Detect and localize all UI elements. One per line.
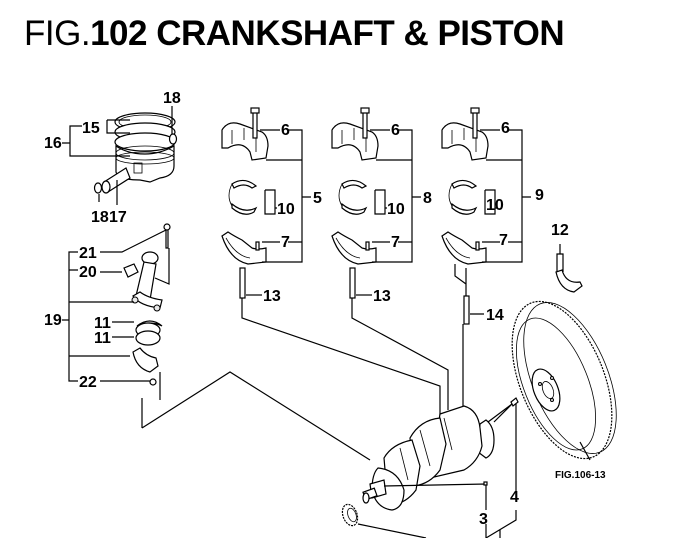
long-bolt-icon xyxy=(463,295,470,325)
callout-18b: 18 xyxy=(91,209,109,226)
figure-number: 102 xyxy=(90,14,147,53)
callout-5: 5 xyxy=(313,190,322,207)
callout-10b: 10 xyxy=(387,201,405,218)
leader-line xyxy=(579,441,591,461)
callout-6b: 6 xyxy=(391,122,400,139)
rod-cap-icon xyxy=(132,347,159,373)
connecting-rod-icon xyxy=(131,251,163,312)
callout-7b: 7 xyxy=(391,234,400,251)
figure-title: FIG.102 CRANKSHAFT & PISTON xyxy=(24,14,565,54)
bearing-cap-icon xyxy=(331,107,379,265)
leader-line xyxy=(351,298,449,410)
callout-17: 17 xyxy=(109,209,127,226)
figure-number-prefix: FIG. xyxy=(24,14,91,53)
callout-13a: 13 xyxy=(263,288,281,305)
rod-nut-icon xyxy=(149,378,157,386)
main-bearing-holder-2 xyxy=(331,107,421,299)
callout-11b: 11 xyxy=(94,330,111,347)
callout-15: 15 xyxy=(82,120,100,137)
leader-line xyxy=(493,403,513,423)
figure-name: CRANKSHAFT & PISTON xyxy=(156,14,565,53)
callout-11a: 11 xyxy=(94,315,111,332)
holder-bolt-icon xyxy=(349,267,356,299)
callout-18a: 18 xyxy=(163,90,181,107)
callout-10c: 10 xyxy=(486,197,504,214)
callout-9: 9 xyxy=(535,187,544,204)
rod-bearing-lower-icon xyxy=(135,330,161,346)
callout-13b: 13 xyxy=(373,288,391,305)
callout-3: 3 xyxy=(479,511,488,528)
flywheel-icon xyxy=(511,300,617,460)
bearing-cap-icon xyxy=(221,107,269,265)
callout-19: 19 xyxy=(44,312,62,329)
callout-20: 20 xyxy=(79,264,97,281)
callout-10a: 10 xyxy=(277,201,295,218)
leader-line xyxy=(141,371,371,461)
leader-line xyxy=(357,510,517,538)
main-bearing-holder-3 xyxy=(441,107,531,265)
gear-icon xyxy=(341,503,359,527)
thrust-washer-icon xyxy=(555,244,583,293)
callout-14: 14 xyxy=(486,307,504,324)
callout-7a: 7 xyxy=(281,234,290,251)
small-end-bushing-icon xyxy=(123,263,139,278)
piston-icon xyxy=(114,112,176,183)
main-bearing-holder-1 xyxy=(221,107,441,420)
callout-12: 12 xyxy=(551,222,569,239)
crankshaft-icon xyxy=(362,405,495,511)
callout-16: 16 xyxy=(44,135,62,152)
holder-bolt-icon xyxy=(239,267,246,299)
bearing-cap-icon xyxy=(441,107,489,265)
rod-bolt-head-icon xyxy=(163,223,171,231)
snap-ring-icon xyxy=(168,133,178,145)
snap-ring-icon xyxy=(93,182,103,194)
callout-8: 8 xyxy=(423,190,432,207)
callout-22: 22 xyxy=(79,374,97,391)
callout-6c: 6 xyxy=(501,120,510,137)
callout-4: 4 xyxy=(510,489,519,506)
plug-icon xyxy=(483,481,488,486)
flywheel-bolt-icon xyxy=(510,397,519,407)
flywheel-figure-reference: FIG.106-13 xyxy=(555,470,606,481)
callout-21: 21 xyxy=(79,245,97,262)
callout-6a: 6 xyxy=(281,122,290,139)
callout-7c: 7 xyxy=(499,232,508,249)
